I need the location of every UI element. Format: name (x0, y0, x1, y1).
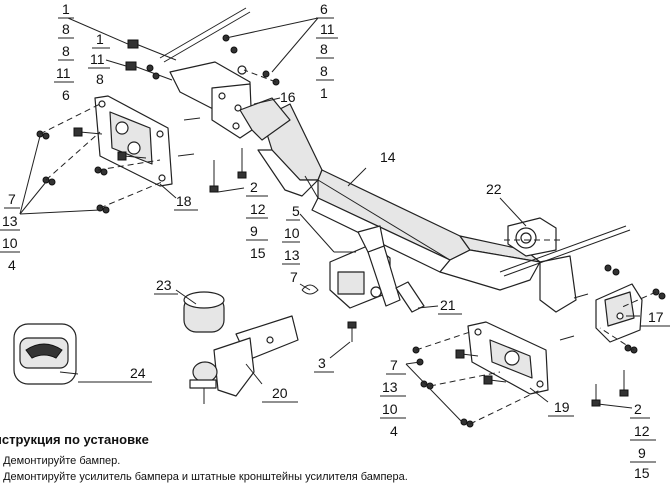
callout-22: 22 (486, 181, 502, 197)
right-bracket-17 (539, 255, 643, 343)
assembly-lines (39, 69, 657, 425)
callout-19: 19 (554, 399, 570, 415)
ball-cap-23 (183, 291, 225, 333)
callout: 10 (382, 401, 398, 417)
callout: 2 (634, 401, 642, 417)
instruction-step: . Демонтируйте усилитель бампера и штатн… (0, 471, 408, 483)
callout: 11 (320, 21, 335, 37)
callout: 8 (96, 71, 104, 87)
callout: 6 (62, 87, 70, 103)
callout: 8 (320, 63, 328, 79)
callout: 4 (390, 423, 398, 439)
callout: 10 (284, 225, 300, 241)
socket-cover-24 (13, 323, 77, 385)
callouts-n5-group: 5 10 13 7 (282, 203, 300, 285)
callout-23: 23 (156, 277, 172, 293)
callout: 9 (250, 223, 258, 239)
instruction-step: . Демонтируйте бампер. (0, 455, 121, 467)
callouts-far-right-group: 2 12 9 15 (630, 401, 656, 481)
callout: 13 (2, 213, 18, 229)
callout: 13 (284, 247, 300, 263)
callouts-mid-group: 2 12 9 15 (246, 179, 268, 261)
callout: 11 (90, 51, 105, 67)
left-plate-18 (94, 95, 173, 187)
main-crossbar-tube (257, 103, 541, 291)
leader-lines (19, 17, 640, 423)
callout: 8 (62, 21, 70, 37)
socket-plate-22 (507, 217, 557, 257)
callout: 10 (2, 235, 18, 251)
callout: 4 (8, 257, 16, 273)
instructions-title: нструкция по установке (0, 432, 149, 447)
callouts-top-col2: 1 11 8 (88, 31, 110, 87)
callouts-top-col1: 1 8 8 11 6 (54, 1, 74, 103)
callout: 7 (8, 191, 16, 207)
callout: 1 (96, 31, 104, 47)
callout-24: 24 (130, 365, 146, 381)
callout: 7 (290, 269, 298, 285)
callout: 15 (250, 245, 266, 261)
callout: 1 (320, 85, 328, 101)
callout: 1 (62, 1, 70, 17)
callout: 5 (292, 203, 300, 219)
callout-16: 16 (280, 89, 296, 105)
callouts-left-group: 7 13 10 4 (0, 191, 20, 273)
callout-18: 18 (176, 193, 192, 209)
fasteners (36, 7, 666, 428)
callout: 12 (634, 423, 650, 439)
callouts-right-group: 7 13 10 4 (380, 357, 406, 439)
callout-21: 21 (440, 297, 456, 313)
callout: 2 (250, 179, 258, 195)
callout: 15 (634, 465, 650, 481)
callouts-top-right: 6 11 8 8 1 (316, 1, 338, 101)
callout-3: 3 (318, 355, 326, 371)
callout: 11 (56, 65, 71, 81)
callout: 9 (638, 445, 646, 461)
callout: 8 (320, 41, 328, 57)
receiver-box (329, 225, 401, 309)
left-bracket-16 (169, 61, 291, 141)
callouts-single: 16 14 22 18 23 24 20 21 3 17 19 (78, 89, 670, 417)
callout: 13 (382, 379, 398, 395)
callout: 8 (62, 43, 70, 59)
callout-17: 17 (648, 309, 664, 325)
right-plate-19 (467, 321, 549, 395)
callout: 6 (320, 1, 328, 17)
ball-mount-20 (189, 315, 299, 404)
callout: 12 (250, 201, 266, 217)
callout-14: 14 (380, 149, 396, 165)
callout: 7 (390, 357, 398, 373)
callout-20: 20 (272, 385, 288, 401)
